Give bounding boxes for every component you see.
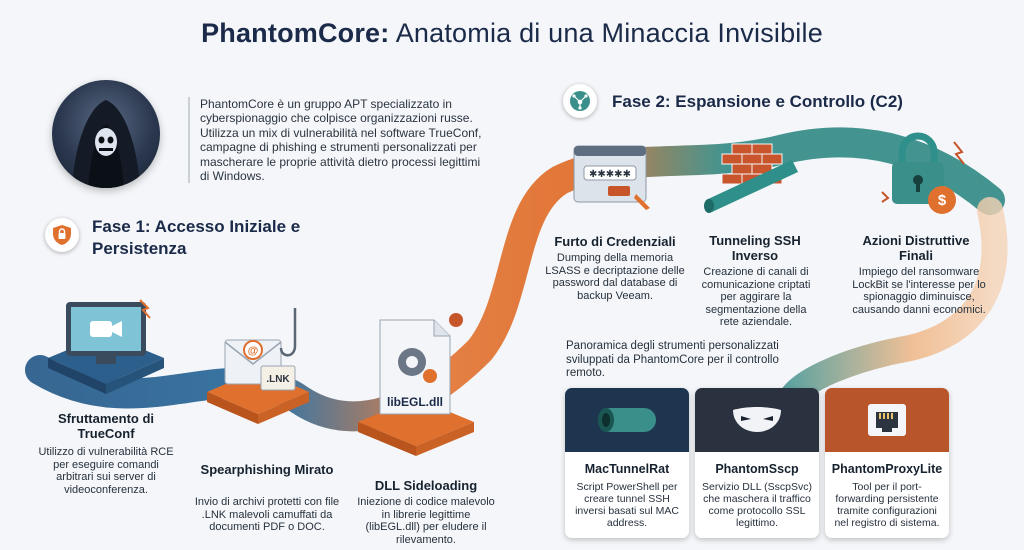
step-title-dll: DLL Sideloading [374,478,478,493]
tunnel-pipe-icon [565,388,689,452]
envelope-hook-icon: @ .LNK [203,306,313,426]
lnk-badge: .LNK [266,374,290,385]
tool-desc-mactunnelrat: Script PowerShell per creare tunnel SSH … [575,481,679,529]
tools-intro: Panoramica degli strumenti personalizzat… [566,340,779,380]
step-desc-spearphishing: Invio di archivi protetti con file .LNK … [194,496,340,534]
title-brand: PhantomCore: [201,18,390,48]
svg-text:$: $ [938,192,947,209]
step-desc-tunneling: Creazione di canali di comunicazione cri… [701,266,811,329]
video-camera-monitor-icon [44,296,168,396]
step-title-distruttive: Azioni Distruttive Finali [862,233,970,263]
step-desc-trueconf: Utilizzo di vulnerabilità RCE per esegui… [38,446,174,496]
svg-text:@: @ [248,345,259,357]
phase2-title: Fase 2: Espansione e Controllo (C2) [612,92,903,111]
hooded-hacker-icon [52,80,160,188]
tool-desc-phantomproxylite: Tool per il port-forwarding persistente … [834,481,940,529]
title-subtitle: Anatomia di una Minaccia Invisibile [395,18,823,48]
flow-path-tools [777,197,1008,413]
tool-name-mactunnelrat: MacTunnelRat [584,462,670,476]
mask-icon [695,388,819,452]
step-desc-dll: Iniezione di codice malevolo in librerie… [357,496,495,546]
padlock-dollar-icon: $ [874,132,970,222]
shield-icon [45,218,79,252]
step-desc-distruttive: Impiego del ransomware LockBit se l'inte… [852,266,986,316]
intro-description: PhantomCore è un gruppo APT specializzat… [188,97,488,184]
step-desc-credenziali: Dumping della memoria LSASS e decriptazi… [545,252,685,302]
step-title-tunneling: Tunneling SSH Inverso [709,233,801,263]
dll-badge: libEGL.dll [387,395,443,409]
phase1-title: Fase 1: Accesso Iniziale e Persistenza [92,217,301,258]
step-title-credenziali: Furto di Credenziali [554,234,676,249]
tool-card-phantomsscp: PhantomSscp Servizio DLL (SscpSvc) che m… [695,388,819,538]
step-title-trueconf: Sfruttamento di TrueConf [57,411,155,441]
gear-document-icon: libEGL.dll [354,306,478,456]
ethernet-port-icon [825,388,949,452]
pipe-through-wall-icon [702,140,802,220]
svg-text:✱✱✱✱✱: ✱✱✱✱✱ [589,169,631,180]
step-title-spearphishing: Spearphishing Mirato [200,462,334,477]
tool-card-mactunnelrat: MacTunnelRat Script PowerShell per crear… [565,388,689,538]
network-node-icon [563,84,597,118]
tool-name-phantomproxylite: PhantomProxyLite [831,462,943,476]
page-title: PhantomCore: Anatomia di una Minaccia In… [0,18,1024,49]
tool-card-phantomproxylite: PhantomProxyLite Tool per il port-forwar… [825,388,949,538]
tool-name-phantomsscp: PhantomSscp [715,462,799,476]
tool-desc-phantomsscp: Servizio DLL (SscpSvc) che maschera il t… [702,481,812,529]
password-window-icon: ✱✱✱✱✱ [568,142,654,212]
